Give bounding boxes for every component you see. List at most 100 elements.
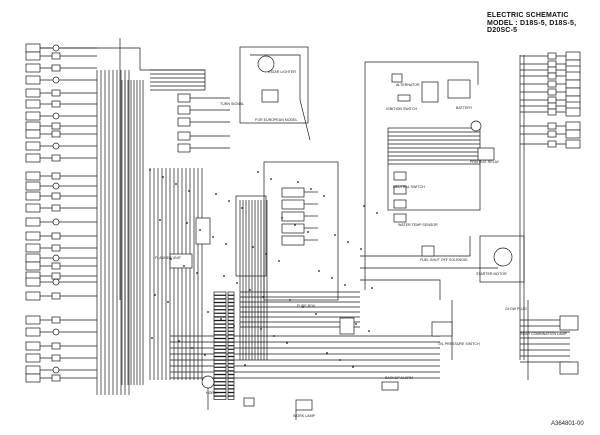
right-connector <box>547 96 557 104</box>
relay <box>177 93 191 103</box>
left-connector <box>52 328 60 336</box>
fuse-strip-cell <box>227 334 235 339</box>
preheat-relay <box>477 147 495 161</box>
left-connector <box>52 218 60 226</box>
fuse-strip-cell <box>213 298 227 303</box>
left-connector <box>52 76 60 84</box>
right-connector <box>547 108 557 116</box>
horn-label: HORN <box>206 391 217 395</box>
junction-dot <box>167 301 169 303</box>
junction-dot <box>360 248 362 250</box>
junction-dot <box>183 265 185 267</box>
junction-dot <box>252 246 254 248</box>
fuse-strip-cell <box>227 363 235 368</box>
junction-dot <box>315 313 317 315</box>
schematic-title: ELECTRIC SCHEMATIC <box>487 12 569 19</box>
junction-dot <box>241 207 243 209</box>
junction-dot <box>178 340 180 342</box>
fuse-strip-cell <box>227 320 235 325</box>
ignition-switch-label: IGNITION SWITCH <box>386 107 418 111</box>
flasher-label: FLASHER UNIT <box>155 256 181 260</box>
fuse-strip-cell <box>213 392 227 397</box>
right-lamp <box>565 79 581 89</box>
tick-group <box>149 169 378 368</box>
junction-dot <box>270 178 272 180</box>
left-connector <box>51 154 61 162</box>
left-component <box>25 243 41 253</box>
right-lamp <box>565 51 581 61</box>
right-lamp <box>565 71 581 81</box>
junction-dot <box>159 219 161 221</box>
left-component <box>25 341 41 351</box>
left-component <box>25 153 41 163</box>
water-temp-label: WATER TEMP SENSOR <box>398 223 438 227</box>
fuse-strip-cell <box>213 396 227 400</box>
water-temp-sensor <box>393 213 407 223</box>
fuse-strip-cell <box>213 345 227 350</box>
relay <box>177 117 191 127</box>
fuse-strip-cell <box>227 356 235 361</box>
left-component <box>25 171 41 181</box>
fuse-strip-cell <box>213 349 227 353</box>
left-component <box>25 365 41 375</box>
left-component <box>25 111 41 121</box>
neutral-switch-label: NEUTRAL SWITCH <box>393 185 425 189</box>
junction-dot <box>334 234 336 236</box>
relay <box>261 89 279 103</box>
fuse-strip-cell <box>213 363 227 368</box>
oil-pressure-switch <box>431 321 453 337</box>
flasher-unit <box>169 253 193 269</box>
left-component <box>25 99 41 109</box>
left-component <box>25 63 41 73</box>
backup-alarm-label: BACKUP ALARM <box>385 376 413 380</box>
junction-dot <box>265 253 267 255</box>
junction-dot <box>294 224 296 226</box>
connector-block <box>281 199 305 210</box>
fuse-strip-cell <box>227 381 235 386</box>
left-connector <box>52 112 60 120</box>
fuse <box>391 73 403 83</box>
junction-dot <box>162 176 164 178</box>
junction-dot <box>352 366 354 368</box>
left-connector <box>51 316 61 324</box>
left-component <box>25 129 41 139</box>
left-connector <box>52 44 60 52</box>
fuse-strip-cell <box>213 338 227 343</box>
left-component <box>25 261 41 271</box>
fuse-strip-cell <box>213 313 227 317</box>
fuse-strip-cell <box>227 388 235 393</box>
junction-dot <box>273 335 275 337</box>
rear-lamp <box>559 315 579 331</box>
junction-dot <box>175 183 177 185</box>
fuel-cut-label: FUEL SHUT OFF SOLENOID <box>420 258 468 262</box>
fuse-strip-cell <box>213 302 227 307</box>
battery <box>447 79 471 99</box>
junction-dot <box>204 354 206 356</box>
left-component <box>25 231 41 241</box>
junction-dot <box>215 193 217 195</box>
left-component <box>25 203 41 213</box>
fuse-strip-cell <box>213 374 227 379</box>
junction-dot <box>257 171 259 173</box>
junction-dot <box>223 275 225 277</box>
junction-dot <box>307 231 309 233</box>
left-connector <box>52 254 60 262</box>
left-connector <box>52 278 60 286</box>
left-connector <box>51 342 61 350</box>
left-component <box>25 121 41 131</box>
cigar-lighter-label: CIGAR LIGHTER <box>268 70 296 74</box>
preheat-relay-label: PREHEAT RELAY <box>470 160 500 164</box>
right-connector <box>547 66 557 74</box>
left-connector <box>51 89 61 97</box>
right-connector <box>547 52 557 60</box>
switch-block <box>195 217 211 245</box>
junction-dot <box>326 352 328 354</box>
european-model-label: FOR EUROPEAN MODEL <box>255 118 298 122</box>
top-harness-wire <box>40 47 141 70</box>
fuse-strip-cell <box>227 392 235 397</box>
left-component <box>25 75 41 85</box>
junction-dot <box>371 287 373 289</box>
wire-group <box>32 38 578 420</box>
junction-dot <box>297 181 299 183</box>
left-connector <box>51 292 61 300</box>
